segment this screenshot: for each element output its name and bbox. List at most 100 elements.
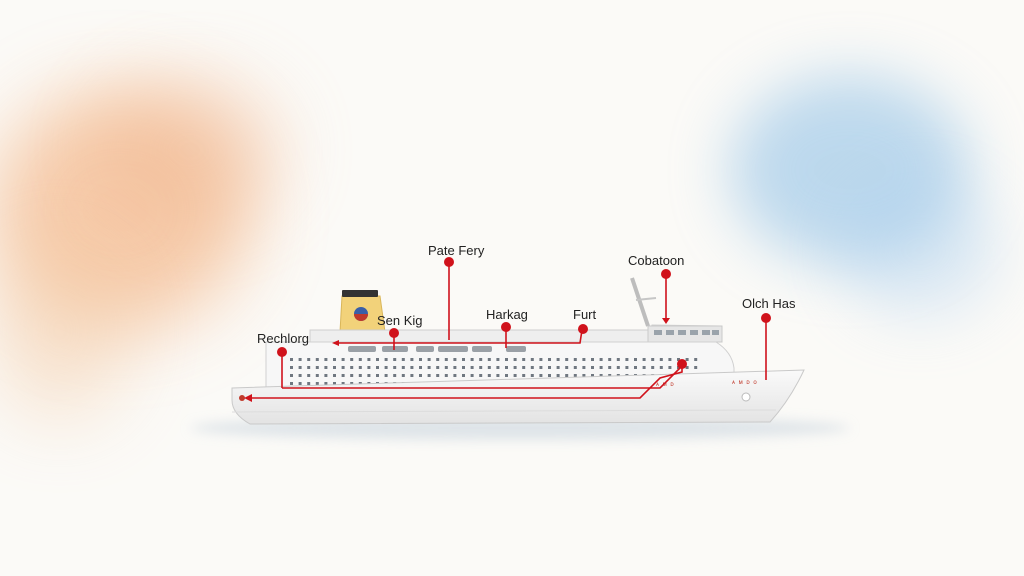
- cabin-window: [462, 374, 465, 377]
- cabin-window: [350, 358, 354, 361]
- cabin-window: [539, 358, 543, 361]
- cabin-window: [358, 366, 362, 369]
- label-cobatoon: Cobatoon: [628, 253, 684, 268]
- cabin-window: [591, 358, 594, 361]
- watercolor-wash-left: [0, 80, 280, 420]
- dot-pate-fery: [444, 257, 454, 267]
- cabin-window: [634, 366, 637, 369]
- cabin-window: [393, 358, 397, 361]
- cabin-window: [419, 358, 422, 361]
- cabin-window: [479, 374, 483, 377]
- dot-furt: [578, 324, 588, 334]
- cabin-window: [487, 358, 491, 361]
- cabin-window: [436, 358, 440, 361]
- mast: [630, 277, 657, 327]
- cabin-window: [350, 374, 354, 377]
- cabin-window: [573, 374, 577, 377]
- cabin-window: [608, 358, 612, 361]
- cabin-window: [470, 374, 474, 377]
- cabin-window: [376, 374, 379, 377]
- cabin-window: [573, 358, 577, 361]
- cabin-window: [393, 366, 397, 369]
- cabin-window: [324, 382, 328, 385]
- cabin-window: [444, 374, 448, 377]
- cabin-window: [487, 374, 491, 377]
- cabin-window: [333, 374, 336, 377]
- cabin-window: [539, 374, 543, 377]
- cabin-window: [685, 358, 689, 361]
- cabin-window: [376, 358, 379, 361]
- cabin-window: [668, 358, 672, 361]
- cabin-window: [616, 366, 620, 369]
- callout-labels: Pate Fery Cobatoon Olch Has Harkag Furt …: [257, 243, 796, 346]
- cabin-window: [324, 374, 328, 377]
- cabin-window: [436, 374, 440, 377]
- dot-olch-has: [761, 313, 771, 323]
- cabin-window: [290, 358, 293, 361]
- cabin-window: [530, 358, 534, 361]
- cabin-window: [677, 358, 680, 361]
- dot-cobatoon: [661, 269, 671, 279]
- callout-dots: [277, 257, 771, 369]
- cabin-window: [324, 366, 328, 369]
- cabin-window: [522, 374, 526, 377]
- cabin-window: [410, 358, 414, 361]
- cabin-window: [573, 366, 577, 369]
- cabin-window: [453, 358, 457, 361]
- arrow-head-upper: [332, 340, 339, 346]
- lifeboats: [348, 346, 526, 352]
- label-pate-fery: Pate Fery: [428, 243, 485, 258]
- callout-lines: [248, 262, 767, 399]
- dot-harkag: [501, 322, 511, 332]
- cabin-window: [410, 374, 414, 377]
- cabin-window: [694, 358, 698, 361]
- cabin-window: [341, 366, 345, 369]
- cabin-window: [599, 366, 603, 369]
- cabin-window: [419, 366, 422, 369]
- cabin-window: [479, 366, 483, 369]
- cabin-window: [548, 358, 551, 361]
- cabin-window: [298, 358, 302, 361]
- cabin-window: [668, 366, 672, 369]
- cabin-window: [315, 366, 319, 369]
- hull-marking-2: ᴀ ᴍ ᴅ: [656, 382, 675, 388]
- cabin-window: [307, 358, 311, 361]
- cabin-window: [659, 366, 663, 369]
- cabin-window: [393, 374, 397, 377]
- cabin-window: [307, 366, 311, 369]
- cabin-window: [582, 374, 586, 377]
- bow-emblem: [741, 392, 751, 402]
- ship: ᴀ ᴍ ᴅ ᴏ ᴀ ᴍ ᴅ: [231, 277, 805, 425]
- bridge-windows: [654, 330, 719, 335]
- cabin-window: [470, 366, 474, 369]
- cabin-window: [548, 366, 551, 369]
- cabin-window: [651, 358, 655, 361]
- cabin-window: [444, 358, 448, 361]
- cabin-window: [350, 382, 354, 385]
- cabin-window: [505, 366, 508, 369]
- cabin-window: [470, 358, 474, 361]
- cabin-window: [608, 366, 612, 369]
- cabin-window: [410, 366, 414, 369]
- label-furt: Furt: [573, 307, 597, 322]
- cabin-window: [376, 366, 379, 369]
- cabin-window: [298, 382, 302, 385]
- cabin-window: [591, 374, 594, 377]
- cabin-window: [556, 374, 560, 377]
- cabin-window: [341, 358, 345, 361]
- cabin-window: [367, 374, 371, 377]
- cabin-window: [384, 366, 388, 369]
- cabin-window: [548, 374, 551, 377]
- cabin-window: [307, 374, 311, 377]
- cabin-window: [358, 358, 362, 361]
- cabin-window: [298, 366, 302, 369]
- cabin-window: [565, 366, 569, 369]
- cabin-window: [522, 366, 526, 369]
- cabin-window: [333, 382, 336, 385]
- cabin-window: [599, 374, 603, 377]
- cabin-window: [496, 366, 500, 369]
- dot-route-end: [677, 359, 687, 369]
- cabin-window: [427, 374, 431, 377]
- cabin-window: [642, 358, 646, 361]
